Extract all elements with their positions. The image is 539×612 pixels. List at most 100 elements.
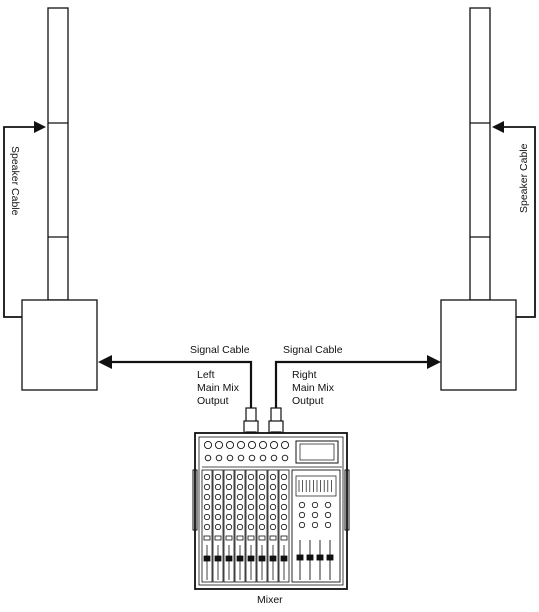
- mixer-knob: [203, 513, 211, 521]
- mixer-knob: [247, 483, 255, 491]
- mixer-label: Mixer: [257, 594, 283, 606]
- mixer-channel-strip: [256, 469, 268, 583]
- mixer-master-fader-cap: [296, 554, 304, 561]
- mixer-xlr-jack: [258, 440, 268, 450]
- mixer-master-knob: [324, 511, 332, 519]
- mixer-knob: [247, 523, 255, 531]
- mixer-knob: [203, 523, 211, 531]
- mixer-knob: [258, 523, 266, 531]
- mixer-knob: [236, 523, 244, 531]
- mixer-knob: [269, 493, 277, 501]
- mixer-master-knobs: [298, 501, 332, 529]
- mixer-line-jack: [281, 454, 289, 462]
- mixer-mute-button: [269, 535, 277, 541]
- speaker-cable-right-label: Speaker Cable: [518, 143, 530, 213]
- left-speaker-cable: [3, 126, 38, 318]
- left-output-line-1: Left: [197, 369, 215, 381]
- mixer-xlr-jack: [269, 440, 279, 450]
- mixer-fader-cap: [247, 555, 255, 562]
- mixer-mute-button: [203, 535, 211, 541]
- mixer-knob: [269, 523, 277, 531]
- mixer-knob: [280, 473, 288, 481]
- right-column-speaker: [469, 7, 491, 301]
- mixer-line-jack: [226, 454, 234, 462]
- left-output-line-3: Output: [197, 395, 229, 407]
- mixer-knob: [225, 473, 233, 481]
- mixer-master-fader-cap: [306, 554, 314, 561]
- right-speaker-cable-arrow: [492, 121, 504, 133]
- mixer-xlr-jack: [247, 440, 257, 450]
- mixer-fader-cap: [269, 555, 277, 562]
- left-column-speaker: [47, 7, 69, 301]
- mixer-master-knob: [298, 501, 306, 509]
- mixer-mute-button: [258, 535, 266, 541]
- right-speaker-cable: [502, 126, 536, 318]
- mixer-knob: [258, 513, 266, 521]
- mixer-knob: [236, 513, 244, 521]
- mixer-channel-strip: [201, 469, 213, 583]
- mixer-master-fader-cap: [326, 554, 334, 561]
- mixer-xlr-jack: [236, 440, 246, 450]
- mixer-knob: [258, 473, 266, 481]
- mixer-channel-strip: [234, 469, 246, 583]
- right-output-line-2: Main Mix: [292, 382, 335, 394]
- mixer-knob: [258, 493, 266, 501]
- mixer-master-knob: [298, 521, 306, 529]
- mixer-knob: [280, 523, 288, 531]
- mixer-channel-strip: [212, 469, 224, 583]
- mixer-knob: [203, 473, 211, 481]
- mixer-knob: [214, 473, 222, 481]
- mixer-master-knob: [324, 521, 332, 529]
- mixer-xlr-jack: [280, 440, 290, 450]
- mixer-knob: [247, 503, 255, 511]
- mixer-xlr-jack: [225, 440, 235, 450]
- mixer-master-fader-cap: [316, 554, 324, 561]
- mixer-knob: [214, 523, 222, 531]
- mixer-mute-button: [214, 535, 222, 541]
- mixer-channel-strips: [201, 469, 290, 583]
- mixer-knob: [225, 493, 233, 501]
- mixer-channel-strip: [267, 469, 279, 583]
- mixer-mute-button: [236, 535, 244, 541]
- right-output-line-3: Output: [292, 395, 324, 407]
- mixer-faders: [296, 540, 334, 580]
- mixer-master-knob: [298, 511, 306, 519]
- mixer-knob: [203, 493, 211, 501]
- signal-cable-right-label: Signal Cable: [283, 344, 343, 356]
- mixer-fader-cap: [203, 555, 211, 562]
- mixer-knob: [214, 513, 222, 521]
- mixer-knob: [247, 513, 255, 521]
- mixer-master-knob: [311, 501, 319, 509]
- signal-cable-left-label: Signal Cable: [190, 344, 250, 356]
- mixer-mute-button: [225, 535, 233, 541]
- mixer-knob: [280, 503, 288, 511]
- mixer-knob: [247, 493, 255, 501]
- mixer-xlr-jack: [203, 440, 213, 450]
- mixer-knob: [258, 503, 266, 511]
- mixer-knob: [236, 473, 244, 481]
- mixer-fader-cap: [214, 555, 222, 562]
- mixer-knob: [258, 483, 266, 491]
- mixer-knob: [214, 503, 222, 511]
- mixer-fader-cap: [258, 555, 266, 562]
- mixer-line-jack: [248, 454, 256, 462]
- left-speaker-cable-arrow: [34, 121, 46, 133]
- mixer-knob: [269, 503, 277, 511]
- mixer-channel-strip: [278, 469, 290, 583]
- mixer-knob: [225, 513, 233, 521]
- right-subwoofer: [440, 299, 517, 391]
- mixer-knob: [247, 473, 255, 481]
- mixer-line-jack: [237, 454, 245, 462]
- mixer-master-knob: [311, 521, 319, 529]
- mixer-fader-cap: [225, 555, 233, 562]
- mixer-knob: [203, 503, 211, 511]
- left-output-line-2: Main Mix: [197, 382, 240, 394]
- mixer-mute-button: [280, 535, 288, 541]
- mixer-knob: [280, 513, 288, 521]
- mixer-knob: [203, 483, 211, 491]
- mixer-channel-strip: [223, 469, 235, 583]
- mixer-master-knob: [324, 501, 332, 509]
- mixer-knob: [269, 513, 277, 521]
- mixer-knob: [280, 483, 288, 491]
- mixer-display: [295, 440, 339, 464]
